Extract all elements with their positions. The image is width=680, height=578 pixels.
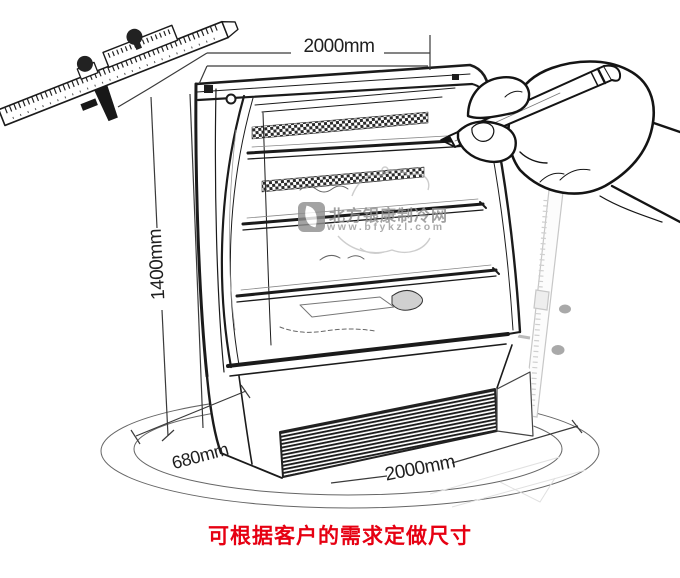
custom-size-note: 可根据客户的需求定做尺寸 bbox=[208, 525, 472, 548]
vernier-caliper bbox=[0, 20, 239, 127]
display-cabinet-sketch bbox=[194, 63, 534, 479]
watermark: 北方银康制冷网 www.bfykzl.com bbox=[296, 168, 456, 268]
dimension-lines bbox=[117, 35, 583, 484]
watermark-ornament bbox=[337, 166, 431, 255]
vertical-ruler bbox=[517, 189, 571, 418]
dimension-label-top-width: 2000mm bbox=[303, 36, 375, 57]
hand-holding-pencil bbox=[440, 60, 680, 224]
watermark-logo-icon bbox=[298, 202, 325, 232]
faint-drafting-marks bbox=[429, 456, 587, 508]
dimension-label-height: 1400mm bbox=[144, 228, 170, 301]
watermark-url: www.bfykzl.com bbox=[327, 221, 445, 233]
watermark-site-name: 北方银康制冷网 bbox=[329, 208, 449, 225]
leaf-icon bbox=[301, 205, 321, 228]
